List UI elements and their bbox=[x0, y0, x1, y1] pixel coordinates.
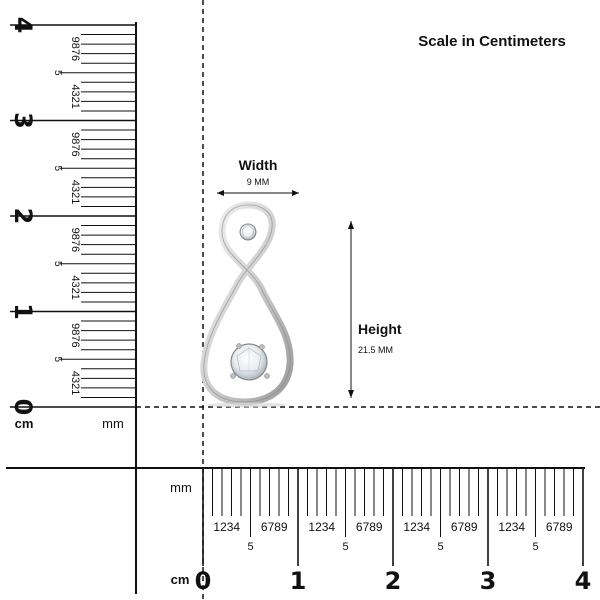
horizontal-digit-five: 5 bbox=[532, 541, 538, 553]
vertical-digits-low: 4321 bbox=[69, 84, 81, 108]
horizontal-digits-high: 6789 bbox=[546, 520, 573, 534]
vertical-digit-five: 5 bbox=[52, 70, 63, 76]
vertical-digits-high: 9876 bbox=[69, 228, 81, 252]
vertical-digits-high: 9876 bbox=[69, 323, 81, 347]
vertical-digits-low: 4321 bbox=[69, 180, 81, 204]
vertical-digit-five: 5 bbox=[52, 261, 63, 267]
vertical-digit-five: 5 bbox=[52, 356, 63, 362]
horizontal-digits-low: 1234 bbox=[498, 520, 525, 534]
vertical-ruler-labels: 0 1 2 3 4 4321 5 9876 4321 5 9876 4321 5 9876 4321 5 987… bbox=[9, 17, 81, 416]
horizontal-digits-low: 1234 bbox=[213, 520, 240, 534]
horizontal-digits-high: 6789 bbox=[261, 520, 288, 534]
horizontal-digits-low: 1234 bbox=[308, 520, 335, 534]
horizontal-digits-high: 6789 bbox=[451, 520, 478, 534]
vertical-digit-five: 5 bbox=[52, 165, 63, 171]
horizontal-ruler-ticks bbox=[202, 469, 584, 566]
height-arrow bbox=[348, 221, 354, 398]
horizontal-digit-five: 5 bbox=[247, 541, 253, 553]
vertical-cm-label: 0 bbox=[9, 399, 37, 416]
width-label: Width bbox=[239, 157, 278, 173]
width-value: 9 MM bbox=[247, 177, 270, 187]
horizontal-cm-label: 4 bbox=[575, 567, 592, 595]
horizontal-digit-five: 5 bbox=[342, 541, 348, 553]
horizontal-cm-label: 2 bbox=[385, 567, 402, 595]
vertical-cm-label: 2 bbox=[9, 208, 37, 225]
vertical-digits-low: 4321 bbox=[69, 371, 81, 395]
scale-title: Scale in Centimeters bbox=[418, 33, 566, 50]
pendant-illustration bbox=[200, 201, 294, 408]
horizontal-cm-label: 0 bbox=[195, 567, 212, 595]
horizontal-cm-label: 1 bbox=[290, 567, 307, 595]
vertical-digits-high: 9876 bbox=[69, 132, 81, 156]
width-arrow bbox=[217, 190, 299, 196]
vertical-cm-label: 3 bbox=[9, 112, 37, 129]
horizontal-digits-high: 6789 bbox=[356, 520, 383, 534]
height-label: Height bbox=[358, 321, 402, 337]
horizontal-cm-unit: cm bbox=[171, 572, 190, 587]
vertical-mm-unit: mm bbox=[102, 416, 124, 431]
horizontal-digits-low: 1234 bbox=[403, 520, 430, 534]
horizontal-cm-label: 3 bbox=[480, 567, 497, 595]
vertical-cm-label: 1 bbox=[9, 303, 37, 320]
horizontal-mm-unit: mm bbox=[170, 480, 192, 495]
vertical-cm-unit: cm bbox=[15, 416, 34, 431]
height-value: 21.5 MM bbox=[358, 345, 393, 355]
vertical-digits-high: 9876 bbox=[69, 37, 81, 61]
vertical-digits-low: 4321 bbox=[69, 275, 81, 299]
vertical-ruler-ticks bbox=[10, 24, 135, 408]
horizontal-digit-five: 5 bbox=[437, 541, 443, 553]
vertical-cm-label: 4 bbox=[9, 17, 37, 34]
